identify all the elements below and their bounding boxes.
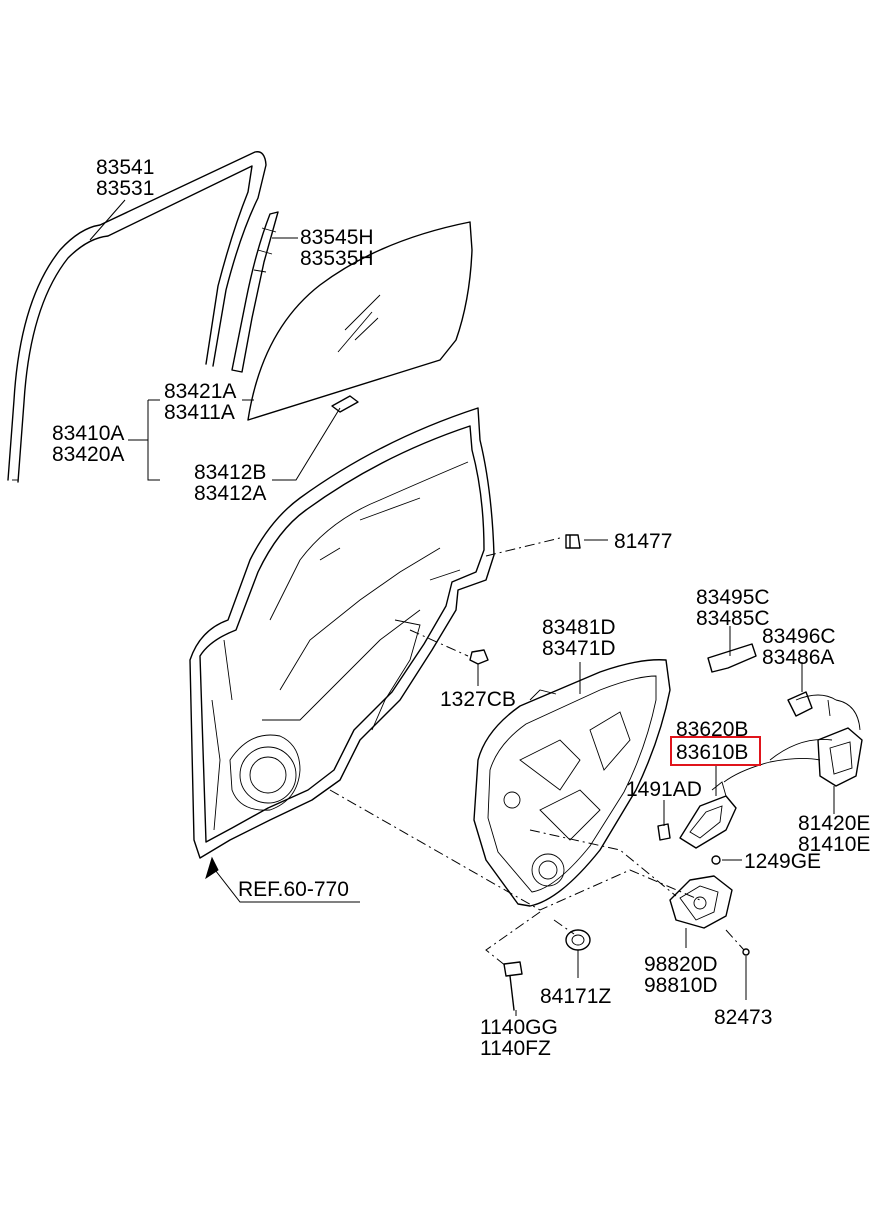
label-1327cb[interactable]: 1327CB [440, 688, 516, 711]
label-83420a[interactable]: 83420A [52, 443, 124, 466]
door-module-panel[interactable] [473, 659, 671, 907]
label-1491ad[interactable]: 1491AD [626, 778, 702, 801]
label-83412a[interactable]: 83412A [194, 482, 266, 505]
label-82473[interactable]: 82473 [714, 1006, 772, 1029]
inside-door-handle[interactable] [679, 781, 737, 849]
label-83411a[interactable]: 83411A [164, 401, 235, 424]
label-83471d[interactable]: 83471D [542, 637, 616, 660]
label-84171z[interactable]: 84171Z [540, 985, 611, 1008]
door-frame-weatherstrip[interactable] [7, 151, 267, 483]
glass-clip[interactable] [331, 395, 359, 413]
label-83535h[interactable]: 83535H [300, 247, 374, 270]
plug-84171z[interactable] [565, 929, 591, 951]
bolt-1140gg[interactable] [503, 961, 523, 1011]
label-98820d[interactable]: 98820D [644, 953, 718, 976]
label-83412b[interactable]: 83412B [194, 461, 266, 484]
screw-82473[interactable] [742, 948, 750, 956]
handle-bracket[interactable] [707, 643, 757, 673]
label-81477[interactable]: 81477 [614, 530, 672, 553]
label-1249ge[interactable]: 1249GE [744, 850, 821, 873]
label-ref-60-770[interactable]: REF.60-770 [238, 878, 349, 901]
nut-1327cb[interactable] [469, 649, 489, 665]
ref-pointer-arrow [205, 856, 360, 903]
bolt-81477[interactable] [565, 534, 581, 549]
label-81420e[interactable]: 81420E [798, 812, 870, 835]
label-98810d[interactable]: 98810D [644, 974, 718, 997]
label-83485c[interactable]: 83485C [696, 607, 770, 630]
label-83496c[interactable]: 83496C [762, 625, 836, 648]
label-83421a[interactable]: 83421A [164, 380, 236, 403]
label-83545h[interactable]: 83545H [300, 226, 374, 249]
part-labels: 83541 83531 83545H 83535H 83421A 83411A … [52, 156, 870, 1060]
label-83495c[interactable]: 83495C [696, 586, 770, 609]
label-83610b[interactable]: 83610B [676, 741, 748, 764]
door-glass[interactable] [247, 221, 473, 421]
label-1140fz[interactable]: 1140FZ [480, 1037, 551, 1060]
window-regulator-motor[interactable] [669, 875, 733, 929]
label-83486a[interactable]: 83486A [762, 646, 834, 669]
assembly-dash-lines [329, 537, 745, 967]
clip-1491ad[interactable] [657, 823, 671, 841]
highlight-box-83610b [670, 736, 761, 766]
glass-run-channel[interactable] [231, 211, 279, 373]
label-83410a[interactable]: 83410A [52, 422, 124, 445]
label-83620b[interactable]: 83620B [676, 718, 748, 741]
screw-1249ge[interactable] [711, 855, 721, 865]
door-inner-panel[interactable] [189, 407, 495, 859]
lock-rod-clip[interactable] [787, 691, 837, 717]
label-83531[interactable]: 83531 [96, 177, 154, 200]
label-1140gg[interactable]: 1140GG [480, 1016, 558, 1039]
handle-cable[interactable] [723, 739, 833, 783]
label-81410e[interactable]: 81410E [798, 833, 870, 856]
label-83541[interactable]: 83541 [96, 156, 154, 179]
label-83481d[interactable]: 83481D [542, 616, 616, 639]
leader-lines [89, 199, 835, 1016]
door-latch[interactable] [817, 699, 863, 787]
